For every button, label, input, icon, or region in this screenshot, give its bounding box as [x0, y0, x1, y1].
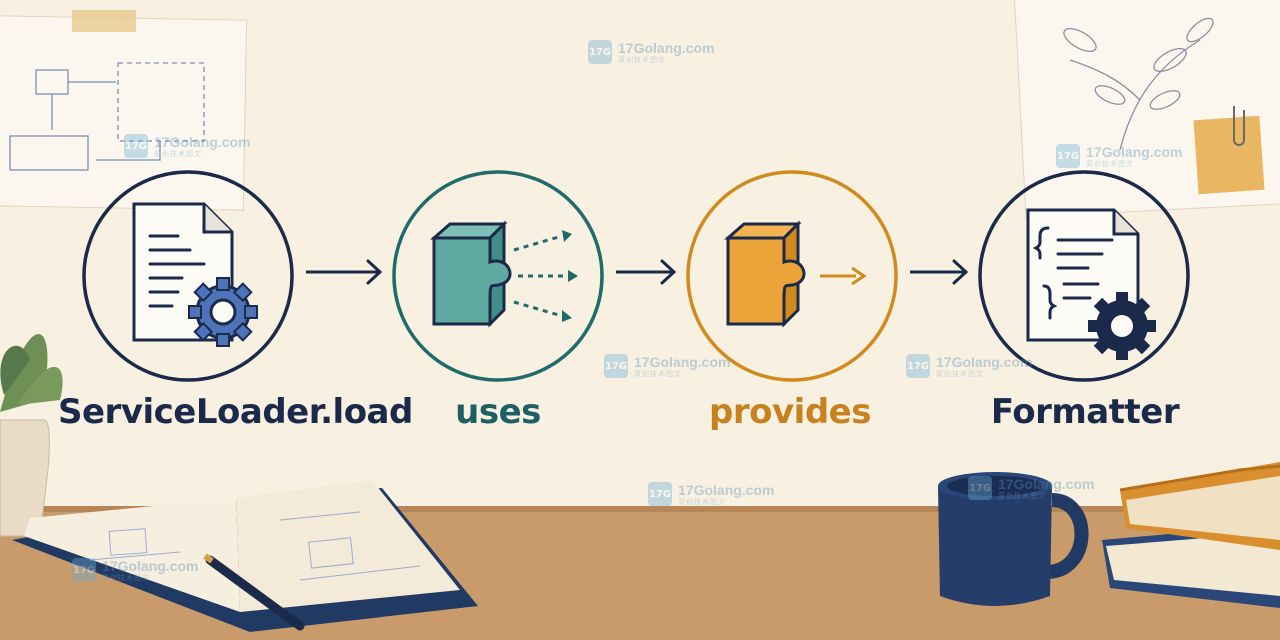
potted-plant — [0, 333, 63, 537]
sketch-paper-top-left — [0, 10, 248, 211]
arrow-provides-to-formatter — [910, 259, 969, 285]
open-notebook — [12, 480, 478, 632]
book-stack — [1102, 462, 1280, 608]
coffee-mug — [938, 472, 1089, 606]
node-label-uses: uses — [455, 392, 541, 432]
node-label-provides: provides — [709, 392, 871, 432]
puzzle-cube-orange-icon — [724, 220, 867, 328]
node-ring-provides — [686, 170, 898, 382]
document-gear-icon — [132, 202, 258, 347]
node-ring-serviceloader — [82, 170, 294, 382]
puzzle-cube-teal-icon — [430, 220, 578, 328]
code-document-gear-icon — [1026, 208, 1156, 360]
node-ring-uses — [392, 170, 604, 382]
arrow-serviceloader-to-uses — [306, 259, 383, 285]
node-ring-formatter — [978, 170, 1190, 382]
sticky-note — [1193, 106, 1265, 195]
arrow-uses-to-provides — [616, 259, 677, 285]
node-label-serviceloader: ServiceLoader.load — [58, 392, 413, 432]
node-label-formatter: Formatter — [990, 392, 1180, 432]
